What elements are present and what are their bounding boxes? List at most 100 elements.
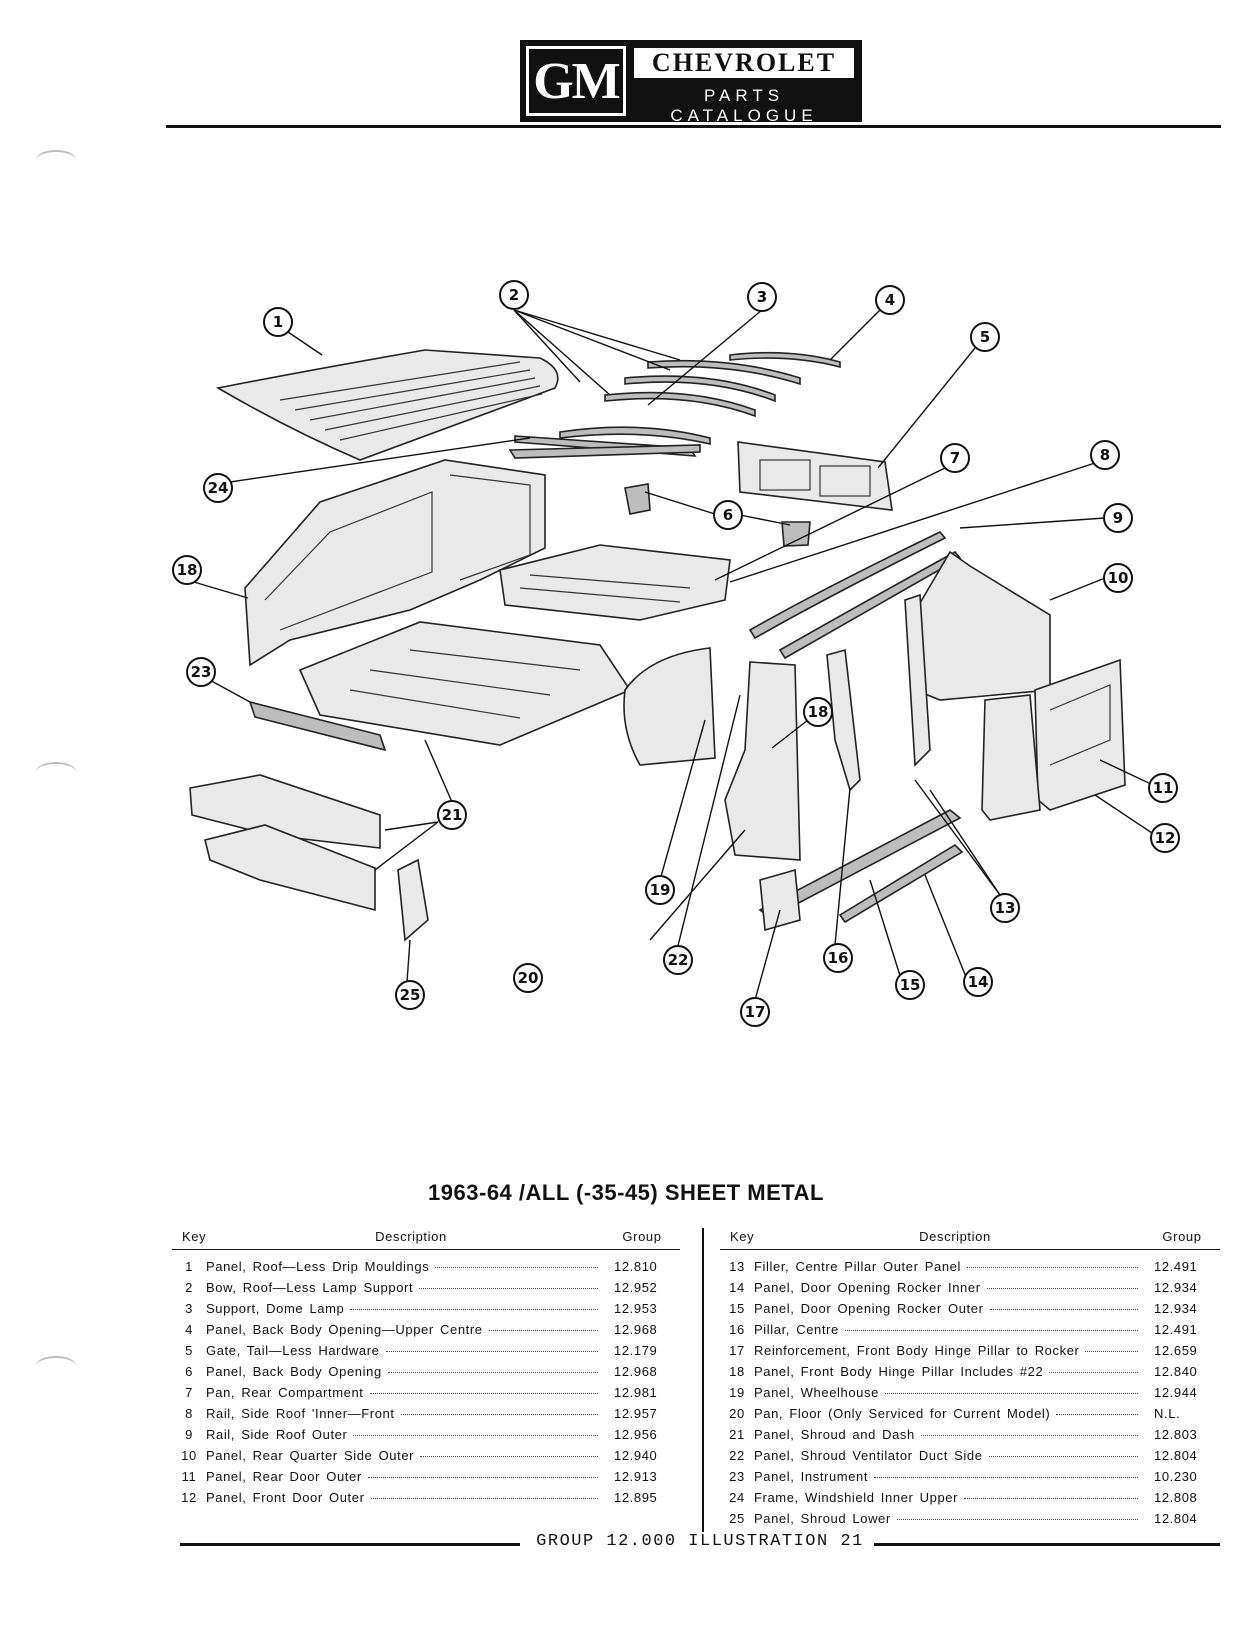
part-description: Filler, Centre Pillar Outer Panel	[754, 1259, 961, 1274]
part-key: 5	[185, 1343, 193, 1358]
table-header: Key Description Group	[172, 1223, 680, 1250]
dot-leader	[350, 1308, 598, 1310]
svg-text:20: 20	[518, 969, 539, 987]
part-key: 14	[729, 1280, 745, 1295]
part-group: 12.895	[614, 1490, 658, 1505]
part-key: 12	[181, 1490, 197, 1505]
svg-text:25: 25	[400, 986, 421, 1004]
shroud-panel	[204, 824, 376, 912]
callout-5: 5	[970, 322, 1000, 352]
description-header: Description	[375, 1228, 447, 1244]
svg-text:9: 9	[1113, 509, 1123, 527]
dot-leader	[1085, 1350, 1138, 1352]
part-group: 12.491	[1154, 1259, 1198, 1274]
callout-13: 13	[990, 893, 1020, 923]
svg-text:22: 22	[668, 951, 689, 969]
table-row: 5 Gate, Tail—Less Hardware 12.179	[172, 1340, 680, 1361]
svg-text:17: 17	[745, 1003, 766, 1021]
part-description: Panel, Rear Quarter Side Outer	[206, 1448, 415, 1463]
part-description: Panel, Front Body Hinge Pillar Includes …	[754, 1364, 1044, 1379]
svg-text:19: 19	[650, 881, 671, 899]
binder-hole	[36, 762, 76, 782]
dot-leader	[884, 1392, 1138, 1394]
svg-text:24: 24	[208, 479, 229, 497]
part-group: 12.957	[614, 1406, 658, 1421]
callout-6: 6	[713, 500, 743, 530]
part-description: Gate, Tail—Less Hardware	[206, 1343, 380, 1358]
svg-text:3: 3	[757, 288, 767, 306]
part-group: 12.952	[614, 1280, 658, 1295]
part-key: 25	[729, 1511, 745, 1526]
part-key: 20	[729, 1406, 745, 1421]
part-key: 10	[181, 1448, 197, 1463]
part-group: 12.956	[614, 1427, 658, 1442]
gm-mark: GM	[526, 46, 626, 116]
part-key: 11	[181, 1469, 197, 1484]
shroud-and-dash-panel	[189, 774, 381, 849]
svg-text:14: 14	[968, 973, 989, 991]
part-group: 12.179	[614, 1343, 658, 1358]
dot-leader	[369, 1392, 598, 1394]
callout-9: 9	[1103, 503, 1133, 533]
callout-21: 21	[437, 800, 467, 830]
parts-table-left: Key Description Group 1 Panel, Roof—Less …	[172, 1223, 680, 1508]
dot-leader	[844, 1329, 1138, 1331]
part-group: 12.659	[1154, 1343, 1198, 1358]
part-description: Panel, Door Opening Rocker Inner	[754, 1280, 981, 1295]
roof-ribs	[279, 361, 543, 441]
dot-leader	[353, 1434, 598, 1436]
part-group: 12.491	[1154, 1322, 1198, 1337]
centre-pillar-inner	[904, 593, 931, 767]
svg-text:13: 13	[995, 899, 1016, 917]
part-group: 12.913	[614, 1469, 658, 1484]
part-description: Panel, Front Door Outer	[206, 1490, 365, 1505]
gm-chevrolet-logo: GM CHEVROLET PARTS CATALOGUE	[520, 40, 862, 125]
callout-8: 8	[1090, 440, 1120, 470]
dot-leader	[370, 1497, 598, 1499]
part-key: 1	[185, 1259, 193, 1274]
callout-16: 16	[823, 943, 853, 973]
part-group: 12.940	[614, 1448, 658, 1463]
windshield-frame	[508, 444, 701, 459]
column-divider	[702, 1228, 704, 1544]
svg-text:8: 8	[1100, 446, 1110, 464]
table-row: 14 Panel, Door Opening Rocker Inner 12.934	[720, 1277, 1220, 1298]
part-group: 12.804	[1154, 1448, 1198, 1463]
dot-leader	[400, 1413, 598, 1415]
page-footer: GROUP 12.000 ILLUSTRATION 21	[180, 1532, 1220, 1556]
leader-lines	[186, 309, 1156, 1001]
svg-text:15: 15	[900, 976, 921, 994]
part-key: 13	[729, 1259, 745, 1274]
key-header: Key	[730, 1228, 755, 1244]
callout-11: 11	[1148, 773, 1178, 803]
catalogue-subtitle: PARTS CATALOGUE	[670, 86, 818, 125]
part-description: Pan, Rear Compartment	[206, 1385, 364, 1400]
svg-text:10: 10	[1108, 569, 1129, 587]
svg-text:23: 23	[191, 663, 212, 681]
part-key: 16	[729, 1322, 745, 1337]
part-key: 21	[729, 1427, 745, 1442]
svg-text:18: 18	[808, 703, 829, 721]
group-header: Group	[622, 1228, 662, 1244]
front-hinge-pillar	[724, 661, 801, 861]
part-description: Panel, Roof—Less Drip Mouldings	[206, 1259, 430, 1274]
roof-bows	[514, 351, 841, 457]
part-key: 3	[185, 1301, 193, 1316]
part-key: 4	[185, 1322, 193, 1337]
dot-leader	[367, 1476, 598, 1478]
dot-leader	[920, 1434, 1138, 1436]
floor-ribs	[349, 574, 691, 719]
dot-leader	[1049, 1371, 1138, 1373]
part-group: 10.230	[1154, 1469, 1198, 1484]
part-group: 12.968	[614, 1322, 658, 1337]
part-key: 15	[729, 1301, 745, 1316]
part-group: 12.934	[1154, 1280, 1198, 1295]
